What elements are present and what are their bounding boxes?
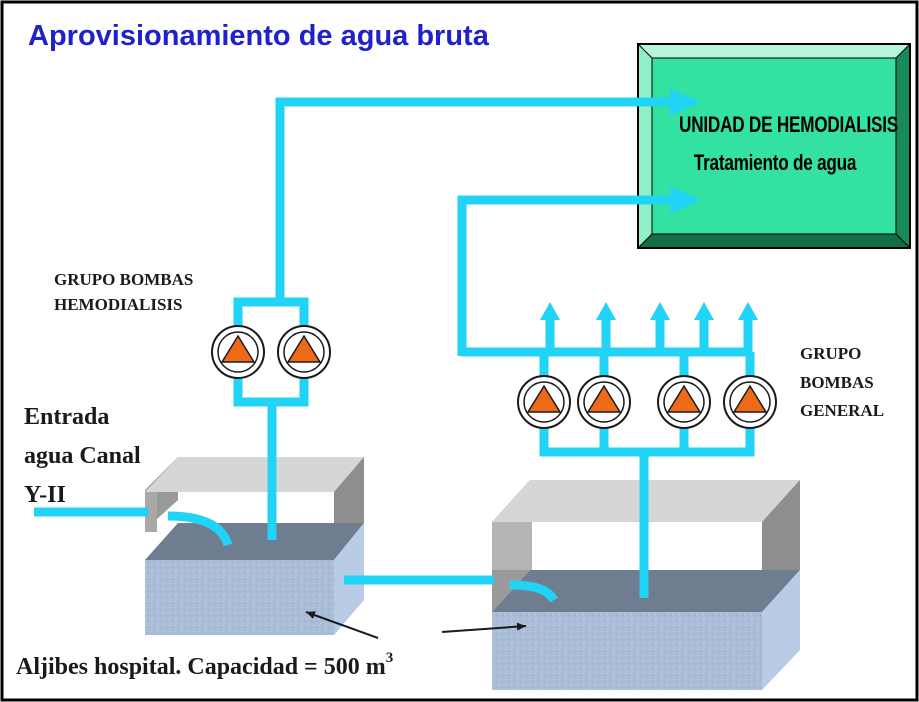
pump-triangle-icon [526, 384, 562, 413]
hemo-supply-arrow [670, 88, 700, 116]
cistern-caption-exponent: 3 [385, 650, 394, 666]
general-supply-arrow [670, 186, 700, 214]
general-supply-pipe [457, 195, 672, 356]
diagram-title: Aprovisionamiento de agua bruta [28, 20, 489, 52]
pipes [34, 97, 755, 603]
inlet-label-3: Y-II [24, 482, 66, 508]
pump-triangle-icon [220, 334, 256, 363]
pump-triangle-icon [732, 384, 768, 413]
pumps [211, 325, 777, 429]
unit-title: UNIDAD DE HEMODIALISIS [679, 112, 898, 137]
hemodialysis-unit-box [637, 43, 911, 249]
hemo-pump-1 [211, 325, 265, 379]
cistern-capacity-caption: Aljibes hospital. Capacidad = 500 m3 [16, 650, 393, 681]
general-pump-1 [517, 375, 571, 429]
inlet-label: Entrada [24, 404, 110, 430]
left-cistern [145, 457, 364, 635]
general-pump-4 [723, 375, 777, 429]
flow-arrows [540, 88, 758, 320]
pointer-arrows [305, 611, 527, 639]
pump-triangle-icon [666, 384, 702, 413]
hemo-pump-group-label-2: HEMODIALISIS [54, 295, 183, 314]
hemo-pump-2 [277, 325, 331, 379]
inlet-label-2: agua Canal [24, 443, 141, 469]
hemo-supply-pipe [275, 97, 672, 302]
inlet-elbow [167, 511, 233, 547]
general-pump-2 [577, 375, 631, 429]
cistern-caption-text: Aljibes hospital. Capacidad = 500 m [16, 654, 386, 680]
hemo-pump-group-label: GRUPO BOMBAS [54, 270, 194, 289]
pump-triangle-icon [586, 384, 622, 413]
general-pump-group-label-2: BOMBAS [800, 373, 874, 392]
pump-triangle-icon [286, 334, 322, 363]
general-pump-group-label: GRUPO [800, 344, 862, 363]
general-pump-3 [657, 375, 711, 429]
general-pump-group-label-3: GENERAL [800, 401, 885, 420]
right-cistern [492, 480, 800, 690]
unit-subtitle: Tratamiento de agua [693, 150, 857, 175]
